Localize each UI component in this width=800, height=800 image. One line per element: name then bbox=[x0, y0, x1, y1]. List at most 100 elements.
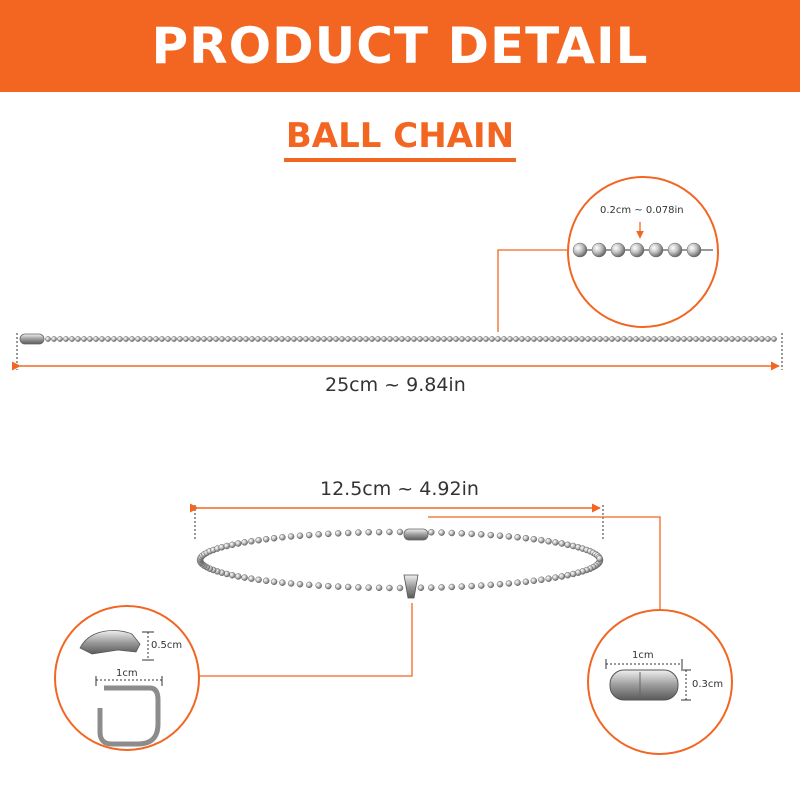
clip-detail-leader-line bbox=[197, 603, 413, 677]
chain-ball bbox=[468, 530, 475, 538]
connector-size-detail-circle bbox=[587, 609, 733, 755]
chain-ball bbox=[549, 336, 555, 342]
chain-ball bbox=[735, 336, 741, 342]
chain-ball bbox=[171, 336, 177, 342]
chain-ball bbox=[496, 580, 504, 588]
chain-ball bbox=[231, 336, 237, 342]
chain-ball bbox=[105, 336, 111, 342]
chain-ball bbox=[458, 530, 466, 537]
chain-ball bbox=[375, 584, 383, 592]
chain-ball bbox=[428, 584, 435, 591]
chain-ball bbox=[530, 577, 538, 585]
chain-ball bbox=[297, 336, 303, 342]
chain-ball bbox=[51, 336, 57, 342]
chain-ball bbox=[255, 336, 261, 342]
chain-ball bbox=[177, 336, 183, 342]
chain-ball bbox=[325, 530, 332, 538]
chain-ball bbox=[393, 336, 399, 342]
chain-ball bbox=[345, 336, 351, 342]
page-title: PRODUCT DETAIL bbox=[151, 17, 649, 75]
chain-ball bbox=[213, 336, 219, 342]
clip-width-label: 1cm bbox=[116, 668, 138, 679]
chain-ball bbox=[693, 336, 699, 342]
chain-ball bbox=[365, 529, 372, 536]
chain-ball bbox=[279, 579, 286, 586]
chain-ball bbox=[355, 529, 362, 536]
chain-ball bbox=[273, 336, 279, 342]
chain-ball bbox=[365, 584, 372, 591]
chain-ball-enlarged bbox=[610, 242, 626, 258]
chain-ball bbox=[339, 336, 345, 342]
connector-width-label: 1cm bbox=[632, 650, 654, 661]
chain-ball bbox=[639, 336, 645, 342]
chain-ball bbox=[525, 336, 531, 342]
chain-ball bbox=[189, 336, 195, 342]
chain-ball bbox=[396, 528, 404, 536]
chain-ball bbox=[248, 538, 255, 545]
chain-ball bbox=[305, 531, 313, 539]
chain-ball bbox=[291, 336, 297, 342]
connector-height-label: 0.3cm bbox=[692, 679, 724, 690]
chain-ball bbox=[321, 336, 327, 342]
chain-ball bbox=[234, 540, 242, 547]
chain-ball bbox=[344, 583, 352, 591]
chain-ball bbox=[195, 336, 201, 342]
chain-ball bbox=[111, 336, 117, 342]
loop-chain-length-label: 12.5cm ~ 4.92in bbox=[320, 478, 479, 500]
chain-ball bbox=[243, 336, 249, 342]
ball-detail-leader-line bbox=[497, 249, 575, 332]
chain-ball bbox=[153, 336, 159, 342]
chain-ball bbox=[663, 336, 669, 342]
chain-ball bbox=[711, 336, 717, 342]
chain-ball bbox=[423, 336, 429, 342]
chain-ball bbox=[507, 336, 513, 342]
chain-ball bbox=[147, 336, 153, 342]
chain-ball bbox=[309, 336, 315, 342]
chain-ball bbox=[519, 336, 525, 342]
chain-ball bbox=[537, 336, 543, 342]
chain-ball bbox=[229, 571, 236, 579]
chain-ball bbox=[453, 336, 459, 342]
chain-ball bbox=[651, 336, 657, 342]
chain-ball bbox=[334, 530, 342, 537]
chain-ball bbox=[603, 336, 609, 342]
chain-ball bbox=[579, 336, 585, 342]
chain-ball bbox=[411, 336, 417, 342]
chain-ball bbox=[759, 336, 765, 342]
chain-ball bbox=[514, 534, 521, 541]
chain-ball bbox=[633, 336, 639, 342]
chain-ball bbox=[552, 539, 559, 546]
chain-ball bbox=[279, 534, 286, 541]
chain-ball bbox=[229, 541, 236, 549]
chain-ball bbox=[334, 583, 342, 590]
chain-ball bbox=[505, 580, 513, 587]
chain-ball bbox=[129, 336, 135, 342]
chain-ball bbox=[279, 336, 285, 342]
chain-ball bbox=[315, 336, 321, 342]
chain-ball bbox=[87, 336, 93, 342]
chain-ball bbox=[438, 529, 445, 536]
chain-ball bbox=[363, 336, 369, 342]
chain-ball bbox=[381, 336, 387, 342]
chain-ball bbox=[753, 336, 759, 342]
chain-ball bbox=[159, 336, 165, 342]
chain-ball bbox=[327, 336, 333, 342]
chain-ball bbox=[765, 336, 771, 342]
chain-ball bbox=[538, 536, 545, 544]
ball-size-detail-circle bbox=[567, 176, 719, 328]
chain-ball-enlarged bbox=[686, 242, 702, 258]
chain-ball bbox=[615, 336, 621, 342]
chain-ball-enlarged bbox=[591, 242, 607, 258]
chain-ball bbox=[771, 336, 777, 342]
chain-ball bbox=[325, 582, 332, 590]
chain-ball bbox=[93, 336, 99, 342]
chain-ball bbox=[564, 571, 571, 579]
chain-ball bbox=[386, 584, 393, 592]
chain-ball bbox=[396, 584, 404, 592]
chain-ball bbox=[545, 575, 552, 582]
chain-ball bbox=[262, 535, 270, 543]
long-ball-chain bbox=[19, 333, 777, 345]
chain-ball bbox=[573, 336, 579, 342]
chain-ball bbox=[675, 336, 681, 342]
